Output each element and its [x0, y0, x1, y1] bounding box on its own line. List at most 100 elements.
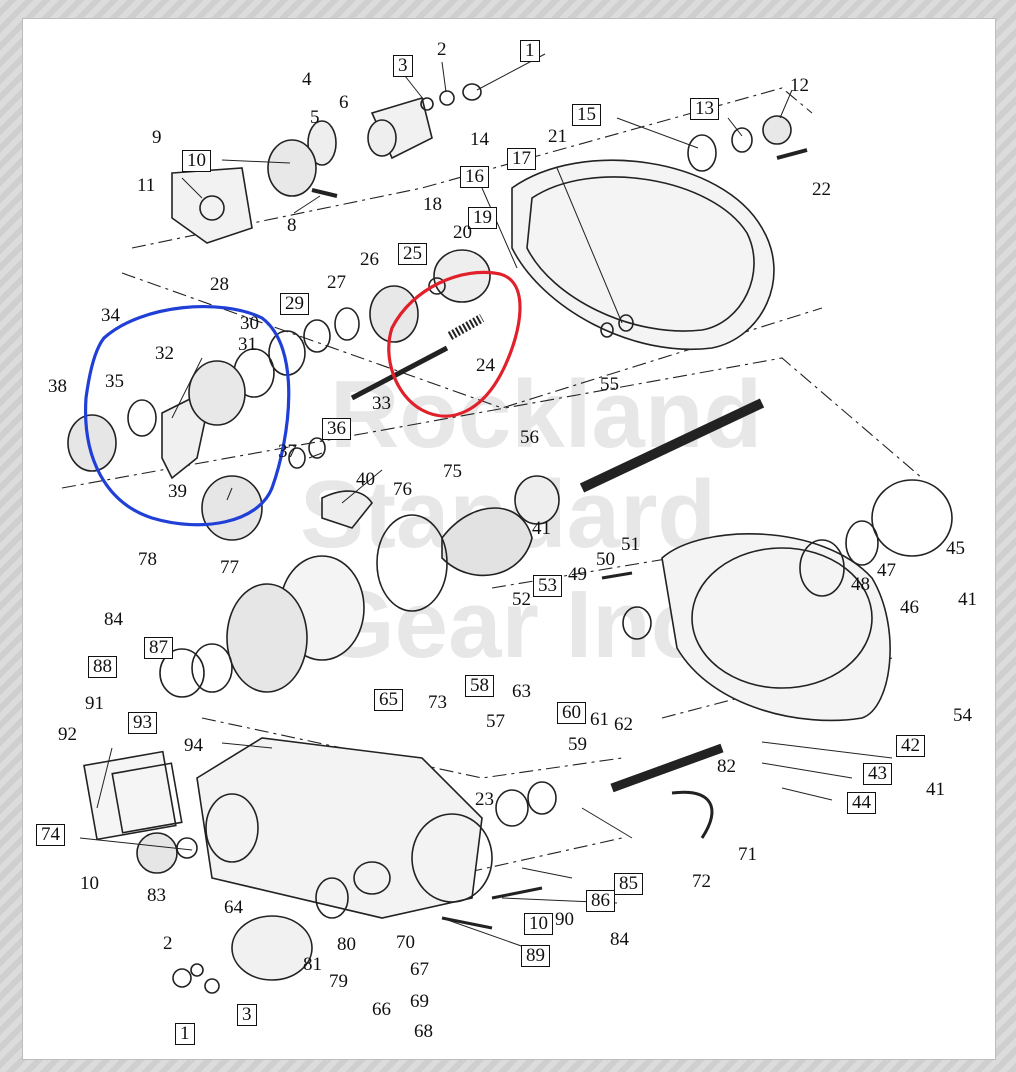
part-label: 89	[521, 945, 550, 967]
part-label: 14	[470, 129, 489, 150]
part-label: 22	[812, 179, 831, 200]
part-label: 29	[280, 293, 309, 315]
part-label: 23	[475, 789, 494, 810]
red-highlight-circle	[387, 270, 522, 418]
exploded-parts-drawing	[61, 53, 953, 994]
part-label: 1	[175, 1023, 195, 1045]
blue-highlight-circle	[83, 305, 291, 527]
part-label: 69	[410, 991, 429, 1012]
part-label: 62	[614, 714, 633, 735]
part-label: 5	[310, 107, 320, 128]
part-label: 35	[105, 371, 124, 392]
part-label: 57	[486, 711, 505, 732]
part-label: 50	[596, 549, 615, 570]
part-label: 70	[396, 932, 415, 953]
part-label: 28	[210, 274, 229, 295]
part-label: 10	[524, 913, 553, 935]
part-label: 85	[614, 873, 643, 895]
part-label: 21	[548, 126, 567, 147]
part-label: 68	[414, 1021, 433, 1042]
part-label: 41	[532, 518, 551, 539]
part-label: 87	[144, 637, 173, 659]
bottom-housing	[83, 737, 714, 994]
part-label: 15	[572, 104, 601, 126]
part-label: 65	[374, 689, 403, 711]
part-label: 54	[953, 705, 972, 726]
part-label: 17	[507, 148, 536, 170]
part-label: 49	[568, 564, 587, 585]
part-label: 52	[512, 589, 531, 610]
part-label: 60	[557, 702, 586, 724]
part-label: 88	[88, 656, 117, 678]
part-label: 77	[220, 557, 239, 578]
part-label: 90	[555, 909, 574, 930]
part-label: 10	[80, 873, 99, 894]
part-label: 73	[428, 692, 447, 713]
part-label: 72	[692, 871, 711, 892]
part-label: 71	[738, 844, 757, 865]
part-label: 81	[303, 954, 322, 975]
top-yoke-assembly	[171, 83, 482, 244]
part-label: 31	[238, 334, 257, 355]
part-label: 43	[863, 763, 892, 785]
part-label: 75	[443, 461, 462, 482]
part-label: 10	[182, 150, 211, 172]
part-label: 55	[600, 374, 619, 395]
part-label: 1	[520, 40, 540, 62]
part-label: 91	[85, 693, 104, 714]
part-label: 27	[327, 272, 346, 293]
part-label: 25	[398, 243, 427, 265]
part-label: 40	[356, 469, 375, 490]
part-label: 13	[690, 98, 719, 120]
part-label: 6	[339, 92, 349, 113]
part-label: 79	[329, 971, 348, 992]
part-label: 24	[476, 355, 495, 376]
part-label: 53	[533, 575, 562, 597]
part-label: 32	[155, 343, 174, 364]
part-label: 2	[163, 933, 173, 954]
part-label: 12	[790, 75, 809, 96]
front-case-half	[233, 115, 808, 401]
part-label: 2	[437, 39, 447, 60]
part-label: 78	[138, 549, 157, 570]
rear-case-half	[601, 479, 953, 793]
part-label: 56	[520, 427, 539, 448]
part-label: 26	[360, 249, 379, 270]
part-label: 42	[896, 735, 925, 757]
part-label: 94	[184, 735, 203, 756]
part-label: 36	[322, 418, 351, 440]
part-label: 63	[512, 681, 531, 702]
part-label: 67	[410, 959, 429, 980]
part-label: 18	[423, 194, 442, 215]
part-label: 34	[101, 305, 120, 326]
part-label: 59	[568, 734, 587, 755]
part-label: 3	[237, 1004, 257, 1026]
part-label: 11	[137, 175, 156, 196]
part-label: 37	[278, 441, 297, 462]
part-label: 76	[393, 479, 412, 500]
part-label: 4	[302, 69, 312, 90]
part-label: 33	[372, 393, 391, 414]
part-label: 46	[900, 597, 919, 618]
part-label: 83	[147, 885, 166, 906]
part-label: 93	[128, 712, 157, 734]
part-label: 64	[224, 897, 243, 918]
part-label: 44	[847, 792, 876, 814]
part-label: 66	[372, 999, 391, 1020]
part-label: 41	[926, 779, 945, 800]
part-label: 19	[468, 207, 497, 229]
part-label: 20	[453, 222, 472, 243]
part-label: 41	[958, 589, 977, 610]
part-label: 3	[393, 55, 413, 77]
part-label: 58	[465, 675, 494, 697]
part-label: 8	[287, 215, 297, 236]
part-label: 51	[621, 534, 640, 555]
part-label: 47	[877, 560, 896, 581]
part-label: 74	[36, 824, 65, 846]
part-label: 92	[58, 724, 77, 745]
part-label: 30	[240, 313, 259, 334]
part-label: 9	[152, 127, 162, 148]
part-label: 61	[590, 709, 609, 730]
part-label: 80	[337, 934, 356, 955]
part-label: 16	[460, 166, 489, 188]
